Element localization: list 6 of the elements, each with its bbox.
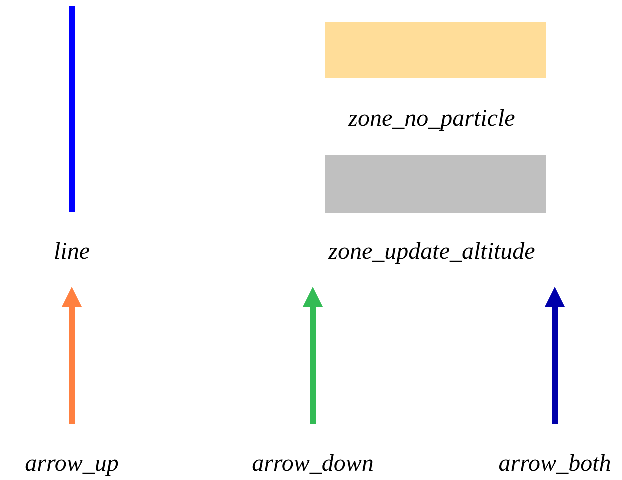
legend-label: arrow_down [252, 450, 374, 478]
legend-label: arrow_both [498, 450, 612, 478]
legend-label: zone_update_altitude [328, 238, 536, 266]
legend-label: line [54, 238, 90, 266]
legend-label: zone_no_particle [348, 105, 516, 133]
legend-label: arrow_up [25, 450, 119, 478]
